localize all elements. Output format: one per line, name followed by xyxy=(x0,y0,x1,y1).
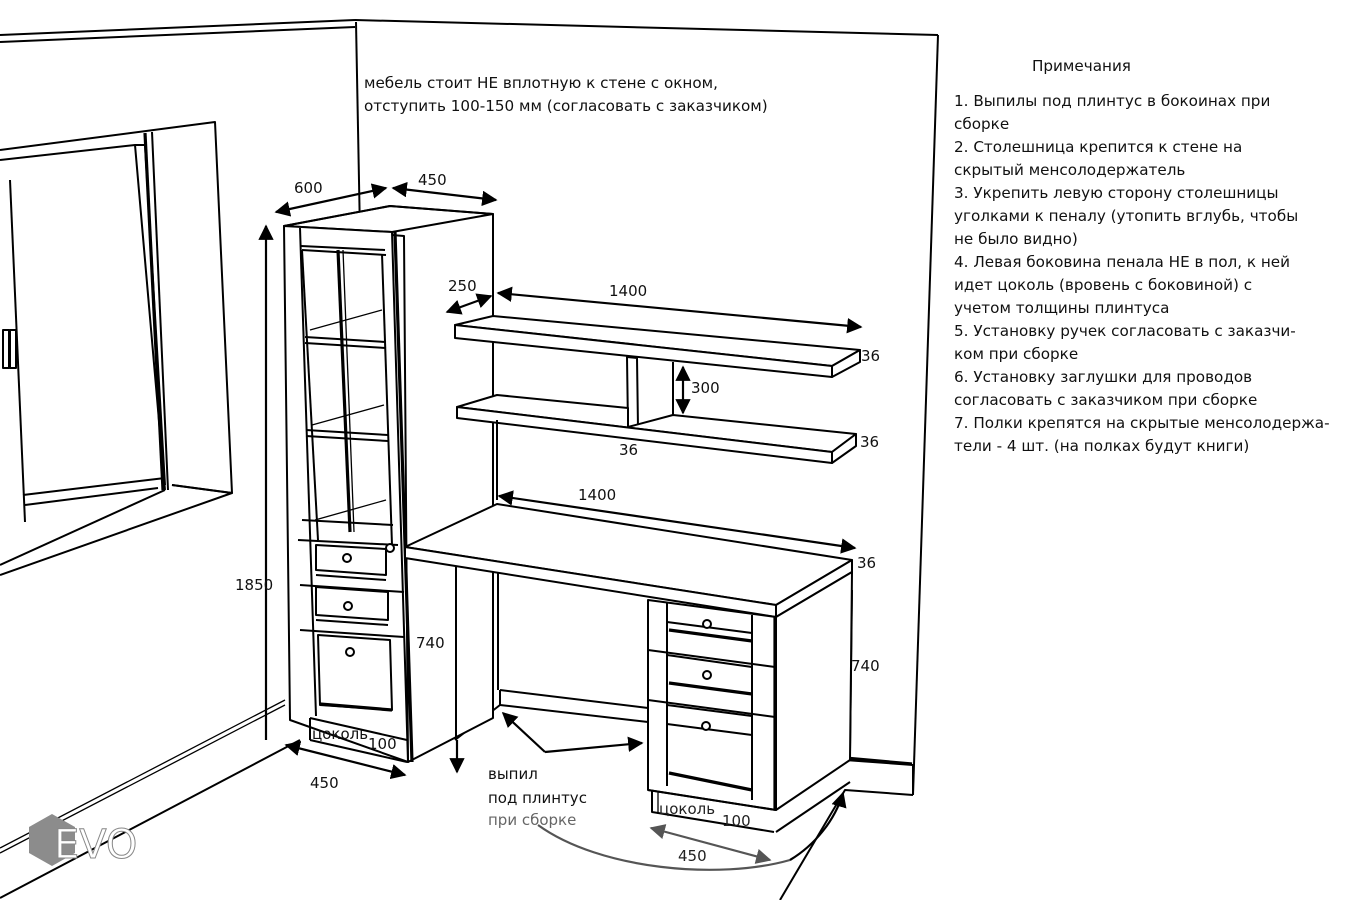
dim-shelf-depth: 250 xyxy=(448,277,477,295)
dim-desk-height-right: 740 xyxy=(851,657,880,675)
hexagon-logo-icon xyxy=(29,814,75,866)
dim-shelf-length: 1400 xyxy=(609,282,647,300)
dim-cabinet-height: 1850 xyxy=(235,576,273,594)
cutout-note-line1: выпил xyxy=(488,765,538,783)
tall-cabinet xyxy=(283,205,494,763)
dim-cabinet-depth: 600 xyxy=(294,179,323,197)
right-plinth-label: цоколь xyxy=(659,800,715,818)
dim-shelf-gap: 300 xyxy=(691,379,720,397)
dim-desk-top-thickness: 36 xyxy=(857,554,876,572)
dimension-lines xyxy=(258,181,863,871)
dim-left-base-width: 450 xyxy=(310,774,339,792)
dim-desk-length: 1400 xyxy=(578,486,616,504)
dim-cabinet-width: 450 xyxy=(418,171,447,189)
wall-offset-note: мебель стоит НЕ вплотную к стене с окном… xyxy=(364,74,768,115)
dim-right-base-width: 450 xyxy=(678,847,707,865)
desk xyxy=(404,440,853,833)
logo-text: EVO xyxy=(54,822,137,868)
wall-shelves xyxy=(454,315,861,464)
cutout-note-line3: при сборке xyxy=(488,811,576,829)
note-item: 5. Установку ручек согласовать с заказчи… xyxy=(954,322,1296,363)
dim-desk-height-left: 740 xyxy=(416,634,445,652)
note-item: 7. Полки крепятся на скрытые менсолодерж… xyxy=(954,414,1330,455)
dim-shelf-divider-thickness: 36 xyxy=(619,441,638,459)
note-item: 6. Установку заглушки для проводов согла… xyxy=(954,368,1258,409)
note-item: 3. Укрепить левую сторону столешницы уго… xyxy=(954,184,1299,248)
notes-panel: Примечания 1. Выпилы под плинтус в бокои… xyxy=(954,55,1344,458)
window xyxy=(0,121,233,576)
notes-title: Примечания xyxy=(1032,57,1131,75)
evo-logo: EVO xyxy=(20,810,160,880)
cutout-note-line2: под плинтус xyxy=(488,789,587,807)
left-plinth-label: цоколь xyxy=(312,725,368,743)
note-item: 2. Столешница крепится к стене на скрыты… xyxy=(954,138,1243,179)
dim-right-plinth-height: 100 xyxy=(722,812,751,830)
dim-shelf-top-thickness: 36 xyxy=(861,347,880,365)
note-item: 4. Левая боковина пенала НЕ в пол, к ней… xyxy=(954,253,1291,317)
dimension-labels: 600 450 250 1400 36 300 36 36 1400 36 18… xyxy=(235,171,880,865)
note-item: 1. Выпилы под плинтус в бокоинах при сбо… xyxy=(954,92,1271,133)
dim-left-plinth-height: 100 xyxy=(368,735,397,753)
dim-shelf-bottom-thickness: 36 xyxy=(860,433,879,451)
